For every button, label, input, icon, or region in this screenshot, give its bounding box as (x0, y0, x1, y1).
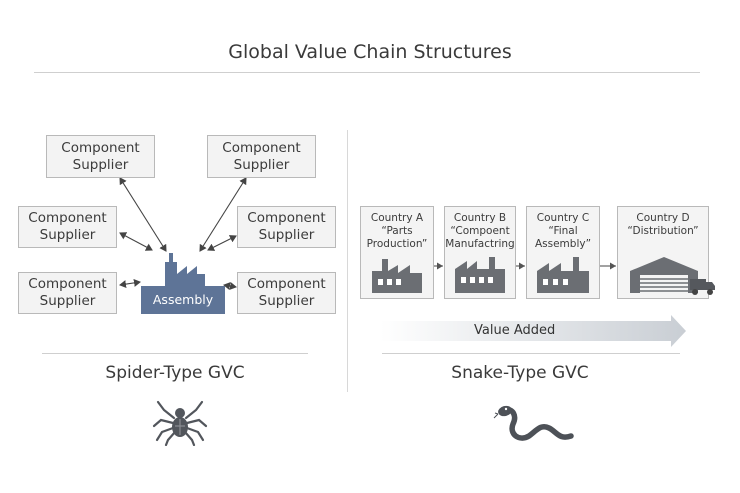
supplier-box-top-left: Component Supplier (46, 135, 155, 178)
assembly-factory-icon (141, 253, 225, 314)
warehouse-truck-icon (630, 257, 715, 295)
country-box-d: Country D “Distribution” (617, 206, 715, 299)
arrow-bottom-left (119, 278, 141, 289)
snake-divider (382, 353, 680, 354)
supplier-box-mid-right: Component Supplier (237, 206, 336, 248)
country-b-role: “Compoent Manufactring (445, 225, 515, 250)
arrow-bottom-right (223, 282, 237, 290)
value-added-arrow (380, 315, 686, 347)
supplier-box-mid-left: Component Supplier (18, 206, 117, 248)
arrow-mid-left (119, 232, 153, 251)
section-divider (347, 130, 348, 392)
supplier-box-bottom-left: Component Supplier (18, 272, 117, 314)
factory-icon (372, 259, 422, 293)
page-title: Global Value Chain Structures (228, 41, 512, 63)
value-added-label: Value Added (474, 323, 556, 338)
country-b-name: Country B (453, 212, 507, 224)
country-c-role: “Final Assembly” (534, 225, 592, 250)
country-a-name: Country A (370, 212, 424, 224)
country-box-b: Country B “Compoent Manufactring (444, 206, 516, 299)
country-box-c: Country C “Final Assembly” (526, 206, 600, 299)
country-c-name: Country C (536, 212, 590, 224)
country-box-a: Country A “Parts Production” (360, 206, 434, 299)
arrow-top-left (119, 177, 167, 252)
assembly-hub: Assembly (141, 246, 225, 314)
assembly-label: Assembly (152, 292, 214, 307)
snake-icon (493, 405, 574, 441)
country-a-role: “Parts Production” (366, 225, 428, 250)
snake-type-label: Snake-Type GVC (451, 363, 589, 383)
arrow-mid-right (207, 235, 237, 251)
supplier-box-top-right: Component Supplier (207, 135, 316, 178)
spider-icon (152, 400, 208, 446)
country-d-name: Country D (636, 212, 690, 224)
factory-icon (455, 257, 505, 293)
supplier-box-bottom-right: Component Supplier (237, 272, 336, 314)
country-d-role: “Distribution” (627, 225, 699, 237)
title-divider (34, 72, 700, 73)
spider-type-label: Spider-Type GVC (105, 363, 245, 383)
spider-divider (42, 353, 308, 354)
factory-icon (537, 257, 589, 293)
